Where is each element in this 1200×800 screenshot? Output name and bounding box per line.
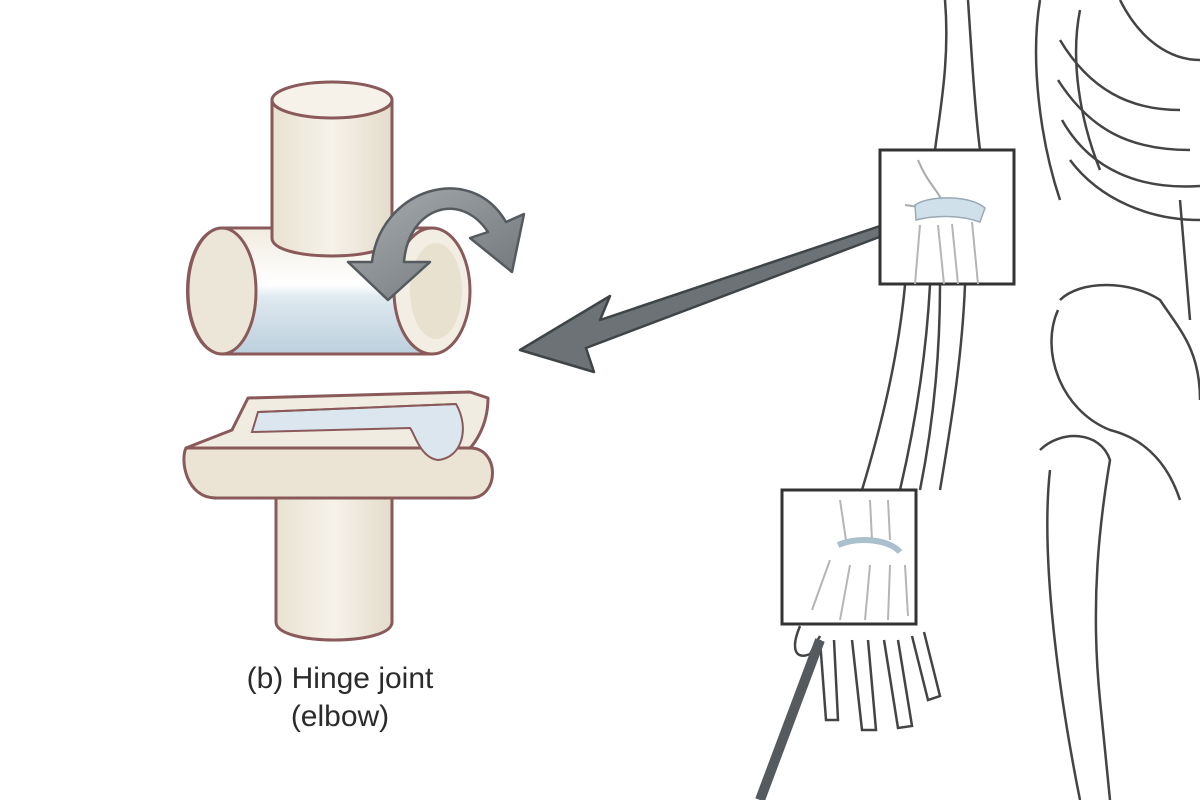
- lower-bone-model: [182, 390, 494, 642]
- skeleton-outline: [755, 0, 1200, 800]
- wrist-inset-box: [780, 488, 918, 626]
- upper-bone-model: [186, 80, 472, 356]
- caption-line-1: (b) Hinge joint: [246, 662, 434, 695]
- elbow-inset-box: [878, 148, 1016, 286]
- pointer-arrow-icon: [518, 224, 884, 374]
- caption-line-2: (elbow): [290, 700, 390, 733]
- rotation-arrow-icon: [346, 187, 526, 302]
- figure-caption: (b) Hinge joint (elbow): [170, 660, 510, 736]
